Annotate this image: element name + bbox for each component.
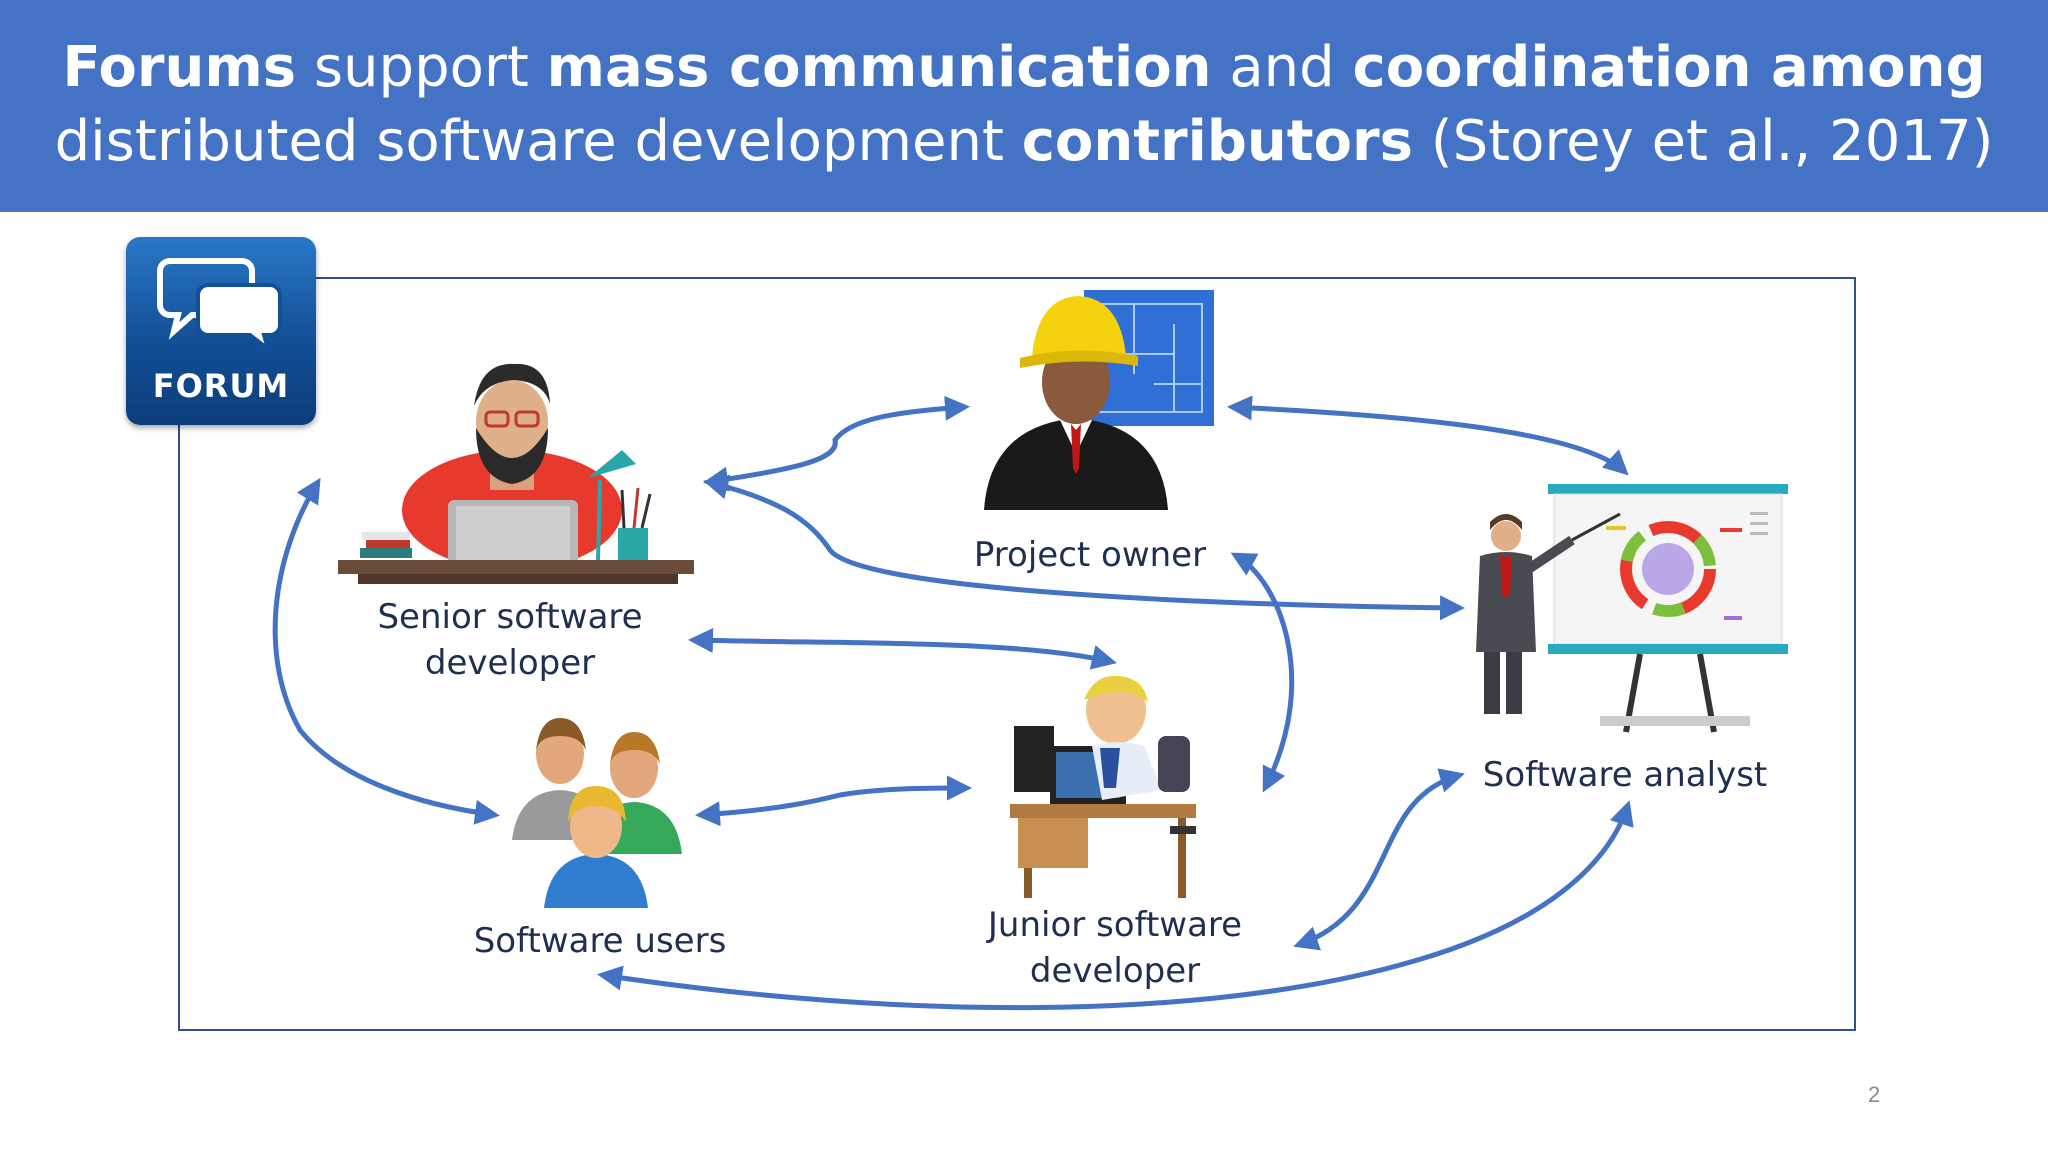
- forum-label: FORUM: [152, 367, 290, 405]
- users-label: Software users: [473, 921, 727, 961]
- arrow-senior-owner: [703, 395, 970, 492]
- arrow-junior-analyst: [1293, 768, 1465, 951]
- junior-developer-illustration: [1010, 675, 1196, 898]
- arrow-users-junior: [695, 775, 972, 827]
- diagram-frame: [178, 277, 1856, 1031]
- title-line-2: distributed software development contrib…: [0, 106, 2048, 178]
- senior-label: Senior software developer: [370, 594, 650, 686]
- arrow-owner-analyst: [1227, 395, 1629, 476]
- title-line-1: Forums support mass communication and co…: [0, 32, 2048, 104]
- title-segment: contributors: [1021, 109, 1413, 174]
- title-segment: distributed software development: [54, 109, 1022, 174]
- page-number: 2: [1868, 1082, 1881, 1107]
- title-segment: mass communication: [546, 35, 1212, 100]
- arrow-owner-junior: [1230, 552, 1295, 793]
- analyst-label: Software analyst: [1482, 755, 1768, 795]
- title-segment: support: [296, 35, 547, 100]
- title-segment: Forums: [62, 35, 297, 100]
- junior-label-line2: developer: [1029, 951, 1201, 991]
- project-owner-illustration: [984, 290, 1214, 510]
- junior-label: Junior software developer: [950, 902, 1280, 994]
- software-users-illustration: [512, 718, 682, 908]
- senior-developer-illustration: [338, 363, 694, 584]
- title-segment: (Storey et al., 2017): [1412, 109, 1994, 174]
- forum-badge: FORUM: [126, 237, 316, 425]
- senior-label-line2: developer: [424, 643, 596, 683]
- arrow-senior-junior: [688, 628, 1117, 670]
- title-segment: coordination among: [1352, 35, 1986, 100]
- owner-label: Project owner: [973, 535, 1207, 575]
- title-segment: and: [1211, 35, 1353, 100]
- senior-label-line1: Senior software: [377, 597, 643, 637]
- junior-label-line1: Junior software: [987, 905, 1243, 945]
- arrow-users-analyst: [597, 800, 1634, 1011]
- arrow-senior-users: [272, 477, 500, 825]
- chat-bubbles-icon: [157, 258, 282, 355]
- software-analyst-illustration: [1476, 484, 1788, 733]
- title-banner: Forums support mass communication and co…: [0, 0, 2048, 212]
